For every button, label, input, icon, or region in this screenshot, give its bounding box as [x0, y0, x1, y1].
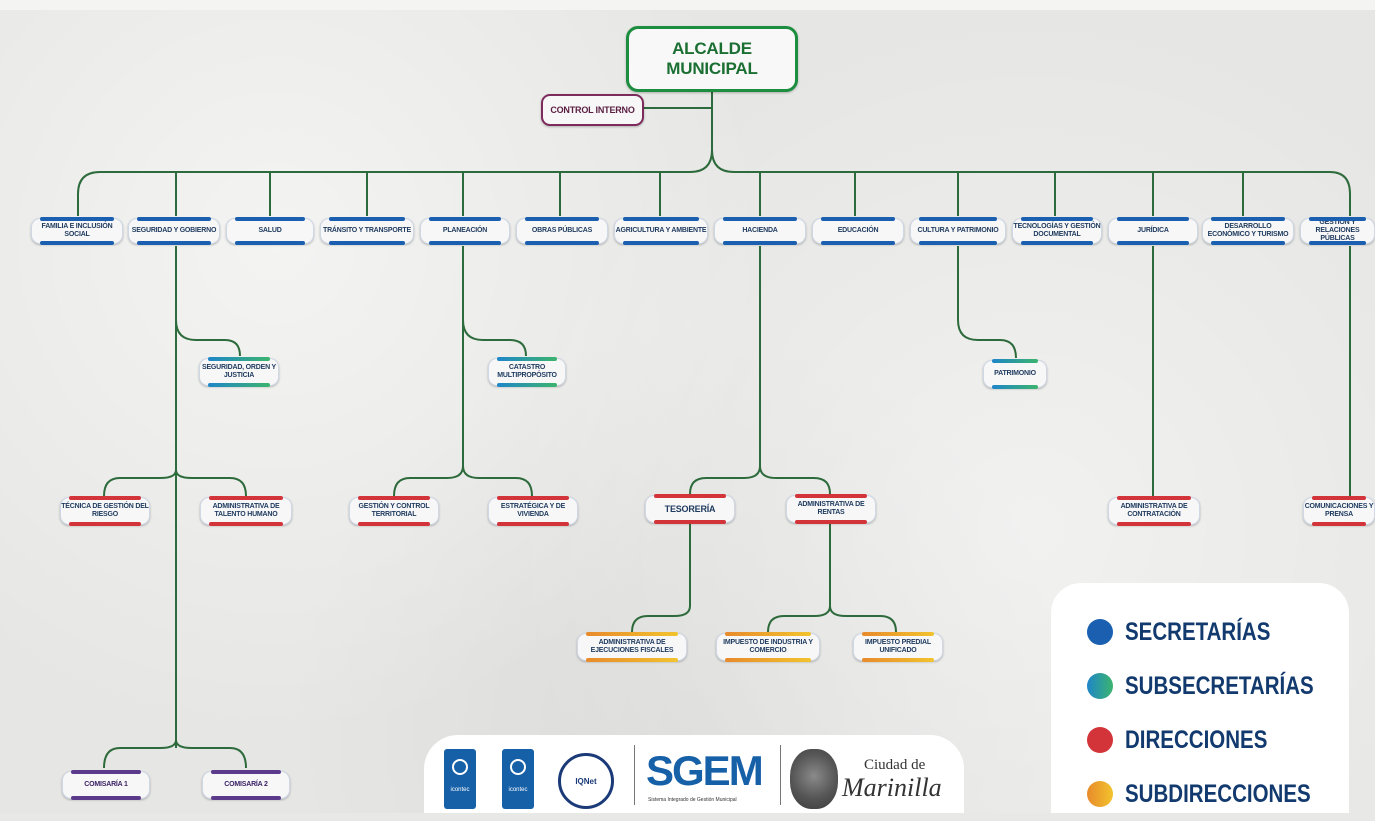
direccion-talento-humano-box: ADMINISTRATIVA DE TALENTO HUMANO	[200, 496, 292, 526]
secretaria-familia-box: FAMILIA E INCLUSIÓN SOCIAL	[31, 217, 123, 245]
legend-label: SUBSECRETARÍAS	[1125, 671, 1314, 700]
logos-footer: icontec icontec IQNet SGEM Sistema Integ…	[424, 735, 964, 813]
legend-dot	[1087, 673, 1113, 699]
secretaria-educacion-box: EDUCACIÓN	[812, 217, 904, 245]
ciudad-de-text: Ciudad de	[864, 757, 926, 773]
connector-seguridad-dirs	[103, 469, 177, 497]
marinilla-text: Marinilla	[842, 773, 942, 802]
legend-item-secretarias: SECRETARÍAS	[1087, 605, 1349, 659]
legend-label: DIRECCIONES	[1125, 725, 1268, 754]
connector-patrimonio	[957, 246, 1017, 359]
connector-tesoreria-sub	[631, 522, 691, 633]
comisaria-2-box: COMISARÍA 2	[202, 770, 290, 800]
legend-dot	[1087, 727, 1113, 753]
legend-item-subsecretarias: SUBSECRETARÍAS	[1087, 659, 1349, 713]
connector-bus-right	[711, 149, 1351, 216]
connector-hacienda-dirs	[689, 465, 761, 495]
subdireccion-ejecuciones-box: ADMINISTRATIVA DE EJECUCIONES FISCALES	[577, 632, 687, 662]
sgem-subtitle: Sistema Integrado de Gestión Municipal	[648, 797, 737, 803]
direccion-gestion-territorial-box: GESTIÓN Y CONTROL TERRITORIAL	[349, 496, 439, 526]
subsecretaria-seguridad-orden-box: SEGURIDAD, ORDEN Y JUSTICIA	[199, 357, 279, 387]
comisaria-1-box: COMISARÍA 1	[62, 770, 150, 800]
marinilla-seal-icon	[790, 749, 838, 809]
connector-comisarias	[103, 739, 177, 769]
secretaria-gestion-box: GESTIÓN Y RELACIONES PÚBLICAS	[1300, 217, 1375, 245]
legend-item-subdirecciones: SUBDIRECCIONES	[1087, 767, 1349, 821]
secretaria-obras-box: OBRAS PÚBLICAS	[516, 217, 608, 245]
logo-divider	[780, 745, 781, 805]
connector-seguridad-orden	[175, 319, 241, 357]
alcalde-municipal-box: ALCALDE MUNICIPAL	[626, 26, 798, 92]
connector-catastro	[462, 319, 527, 357]
subdireccion-industria-box: IMPUESTO DE INDUSTRIA Y COMERCIO	[716, 632, 820, 662]
legend-label: SUBDIRECCIONES	[1125, 779, 1311, 808]
legend-dot	[1087, 781, 1113, 807]
legend-label: SECRETARÍAS	[1125, 617, 1271, 646]
legend-panel: SECRETARÍAS SUBSECRETARÍAS DIRECCIONES S…	[1051, 583, 1349, 813]
secretaria-tecnologias-box: TECNOLOGÍAS Y GESTIÓN DOCUMENTAL	[1012, 217, 1102, 245]
iqnet-logo: IQNet	[558, 753, 614, 809]
connector-planeacion-dirs	[462, 465, 533, 497]
connector-seguridad-dirs	[175, 469, 247, 497]
connector-comisarias	[175, 739, 247, 769]
icontec-logo: icontec	[444, 749, 476, 809]
direccion-tecnica-riesgo-box: TÉCNICA DE GESTIÓN DEL RIESGO	[60, 496, 150, 526]
direccion-tesoreria-box: TESORERÍA	[645, 494, 735, 524]
sgem-logo: SGEM	[646, 747, 764, 794]
subdireccion-predial-box: IMPUESTO PREDIAL UNIFICADO	[853, 632, 943, 662]
control-interno-box: CONTROL INTERNO	[541, 94, 644, 126]
connector-planeacion-dirs	[393, 465, 464, 497]
direccion-contratacion-box: ADMINISTRATIVA DE CONTRATACIÓN	[1108, 496, 1200, 526]
direccion-estrategica-vivienda-box: ESTRATÉGICA Y DE VIVIENDA	[488, 496, 578, 526]
secretaria-transito-box: TRÁNSITO Y TRANSPORTE	[320, 217, 414, 245]
direccion-rentas-box: ADMINISTRATIVA DE RENTAS	[786, 494, 876, 524]
secretaria-planeacion-box: PLANEACIÓN	[420, 217, 510, 245]
secretaria-agricultura-box: AGRICULTURA Y AMBIENTE	[614, 217, 708, 245]
secretaria-seguridad-box: SEGURIDAD Y GOBIERNO	[128, 217, 220, 245]
secretaria-juridica-box: JURÍDICA	[1108, 217, 1198, 245]
direccion-comunicaciones-box: COMUNICACIONES Y PRENSA	[1303, 496, 1375, 526]
connector-rentas-sub	[767, 605, 831, 633]
secretaria-hacienda-box: HACIENDA	[714, 217, 806, 245]
top-strip	[0, 0, 1375, 10]
subsecretaria-catastro-box: CATASTRO MULTIPROPÓSITO	[488, 357, 566, 387]
logo-divider	[634, 745, 635, 805]
subsecretaria-patrimonio-box: PATRIMONIO	[983, 359, 1047, 389]
connector-rentas-sub	[829, 605, 897, 633]
icontec-logo: icontec	[502, 749, 534, 809]
secretaria-cultura-box: CULTURA Y PATRIMONIO	[910, 217, 1006, 245]
connector-hacienda-dirs	[759, 465, 831, 495]
legend-dot	[1087, 619, 1113, 645]
secretaria-salud-box: SALUD	[226, 217, 314, 245]
connector-root-stem	[77, 92, 713, 216]
legend-item-direcciones: DIRECCIONES	[1087, 713, 1349, 767]
secretaria-desarrollo-box: DESARROLLO ECONÓMICO Y TURISMO	[1202, 217, 1294, 245]
